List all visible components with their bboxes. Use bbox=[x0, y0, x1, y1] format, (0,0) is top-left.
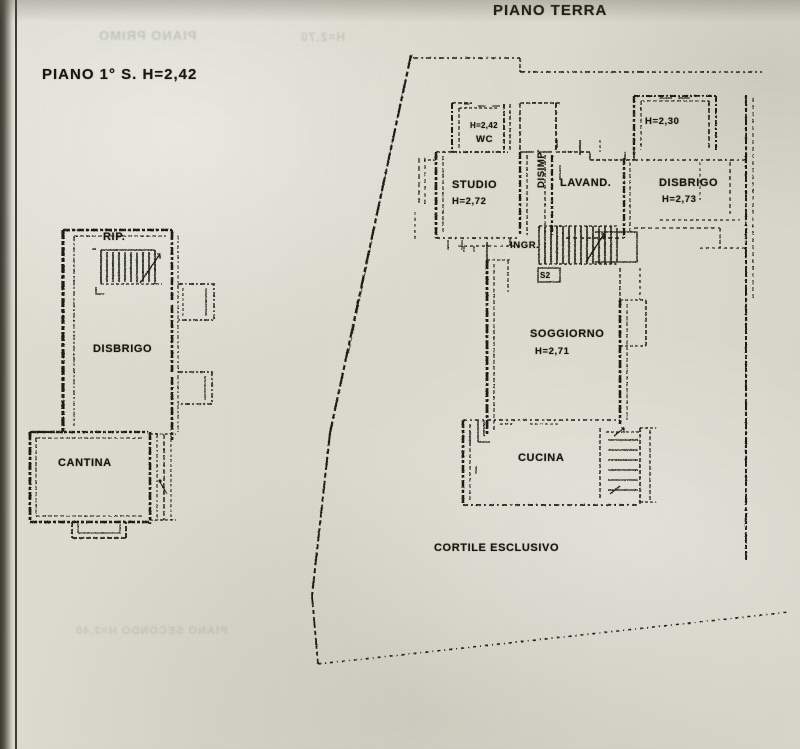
ghost-text-top-left: PIANO PRIMO bbox=[98, 28, 197, 43]
room-label-soggiorno: SOGGIORNO bbox=[530, 328, 605, 340]
page-title-ground-floor: PIANO TERRA bbox=[493, 2, 608, 19]
room-height-soggiorno: H=2,71 bbox=[535, 346, 570, 357]
room-label-disbrigo-basement: DISBRIGO bbox=[93, 343, 153, 355]
ghost-text-bottom-left: PIANO SECONDO H=2,40 bbox=[75, 625, 228, 637]
room-label-cucina: CUCINA bbox=[518, 452, 565, 464]
room-label-lavand: LAVAND. bbox=[560, 177, 612, 189]
room-label-disimp: DISIMP bbox=[536, 151, 547, 188]
scan-edge-shadow bbox=[0, 0, 14, 749]
room-label-rip: RIP. bbox=[103, 231, 126, 243]
room-label-studio: STUDIO bbox=[452, 179, 498, 191]
scan-edge-line bbox=[15, 0, 17, 749]
room-height-wc: H=2,42 bbox=[470, 121, 498, 130]
scan-top-shadow bbox=[0, 0, 800, 22]
room-height-disbrigo-ground: H=2,73 bbox=[662, 194, 697, 205]
stair-marker-s2: S2 bbox=[540, 271, 551, 280]
room-label-wc: WC bbox=[476, 134, 494, 145]
room-height-ripostiglio: H=2,30 bbox=[645, 116, 680, 127]
ghost-text-top-mid: H=2,70 bbox=[300, 30, 346, 44]
page-title-basement: PIANO 1° S. H=2,42 bbox=[42, 66, 198, 83]
room-height-studio: H=2,72 bbox=[452, 196, 487, 207]
room-label-disbrigo-ground: DISBRIGO bbox=[659, 177, 719, 189]
area-label-cortile-esclusivo: CORTILE ESCLUSIVO bbox=[434, 542, 560, 554]
basement-plan-geometry bbox=[28, 228, 215, 539]
room-label-ingresso: INGR. bbox=[510, 240, 540, 251]
ground-plan-geometry bbox=[311, 54, 791, 665]
room-label-cantina: CANTINA bbox=[58, 457, 112, 469]
